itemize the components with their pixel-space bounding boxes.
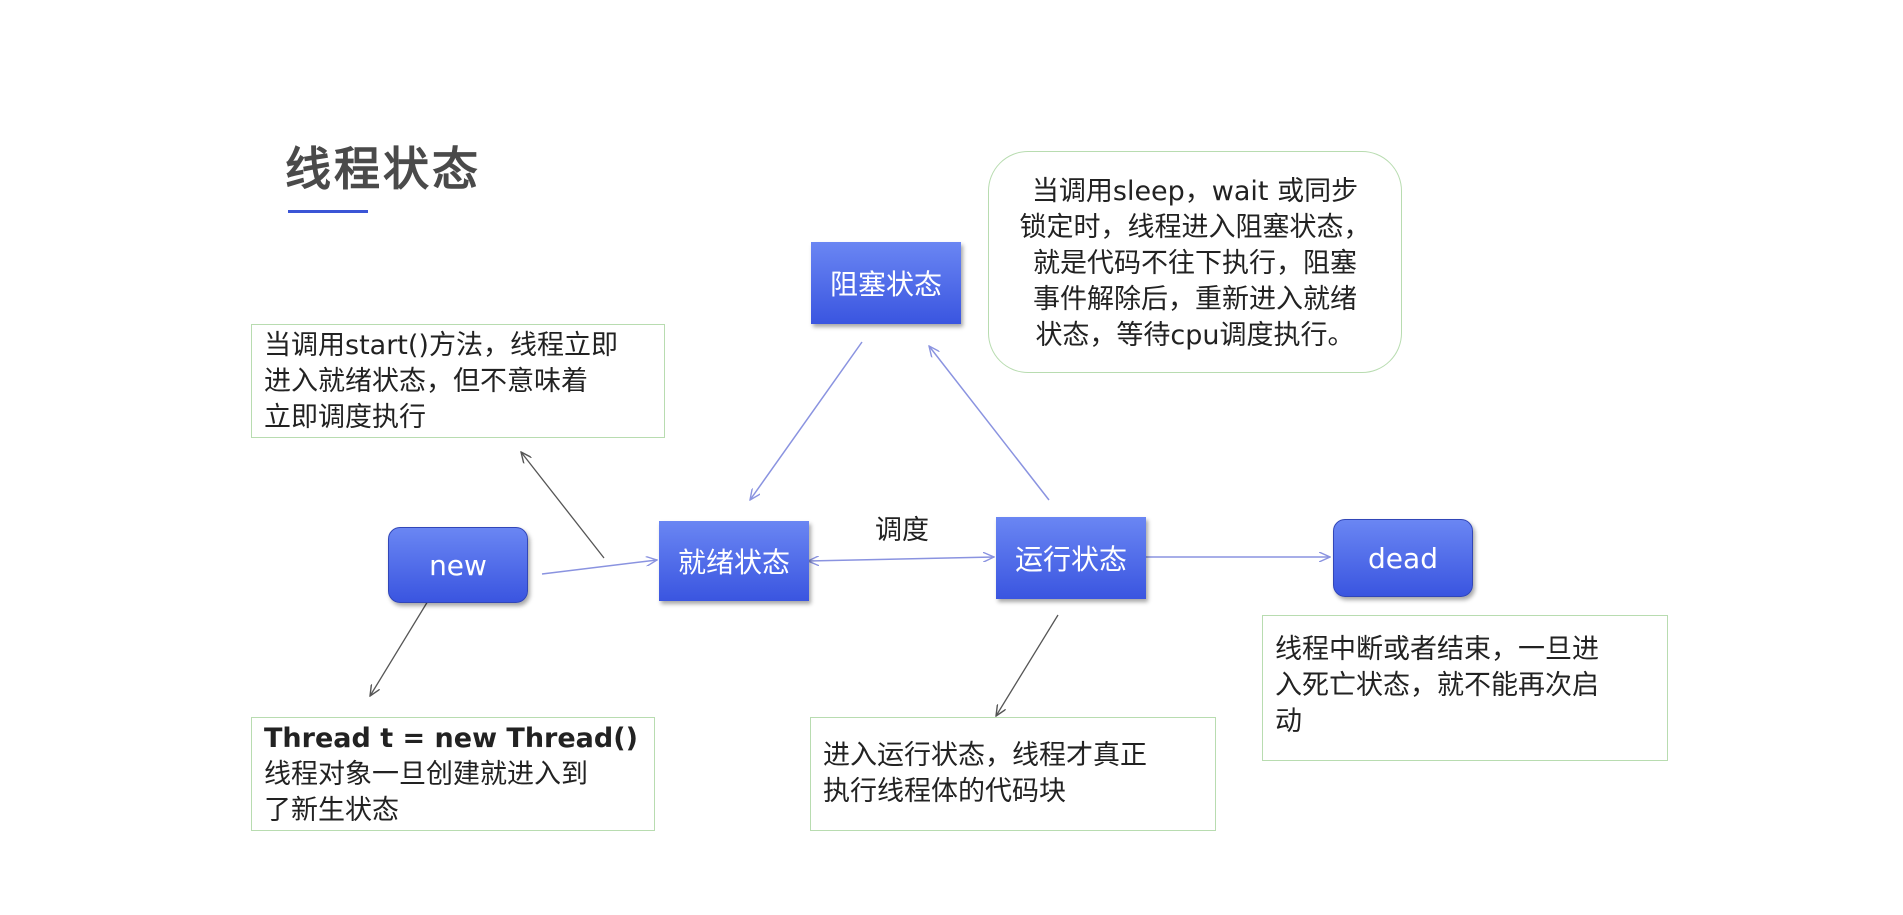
- note-dead-line: 入死亡状态，就不能再次启: [1275, 670, 1599, 701]
- note-blocked-line: 事件解除后，重新进入就绪: [1033, 284, 1357, 315]
- note-running-line: 执行线程体的代码块: [823, 776, 1066, 807]
- state-ready: 就绪状态: [659, 521, 809, 601]
- arrow-running-note: [996, 614, 1059, 716]
- note-start-line: 立即调度执行: [264, 402, 426, 433]
- arrow-ready-running: [808, 557, 994, 561]
- note-new-line: 了新生状态: [264, 795, 399, 826]
- arrow-start-note: [521, 452, 605, 559]
- note-new-code: Thread t = new Thread(): [264, 723, 638, 754]
- note-running-line: 进入运行状态，线程才真正: [823, 740, 1147, 771]
- arrow-new-to-ready: [541, 560, 657, 575]
- note-blocked-line: 状态，等待cpu调度执行。: [1035, 320, 1355, 351]
- note-start-line: 当调用start()方法，线程立即: [264, 330, 618, 361]
- note-blocked-line: 当调用sleep，wait 或同步: [1031, 176, 1359, 207]
- title-underline: [288, 210, 368, 213]
- arrow-running-to-blocked: [929, 346, 1050, 501]
- note-dead-line: 线程中断或者结束，一旦进: [1275, 634, 1599, 665]
- arrow-blocked-to-ready: [750, 341, 863, 500]
- note-new: Thread t = new Thread() 线程对象一旦创建就进入到 了新生…: [251, 717, 655, 831]
- note-blocked-line: 就是代码不往下执行，阻塞: [1033, 248, 1357, 279]
- note-dead: 线程中断或者结束，一旦进 入死亡状态，就不能再次启 动: [1262, 615, 1668, 761]
- note-dead-line: 动: [1275, 706, 1302, 737]
- state-blocked: 阻塞状态: [811, 242, 961, 324]
- note-running: 进入运行状态，线程才真正 执行线程体的代码块: [810, 717, 1216, 831]
- note-blocked-line: 锁定时，线程进入阻塞状态，: [1019, 212, 1371, 243]
- note-new-line: 线程对象一旦创建就进入到: [264, 759, 588, 790]
- state-running: 运行状态: [996, 517, 1146, 599]
- edge-label-schedule: 调度: [875, 515, 929, 546]
- arrow-new-note: [370, 595, 432, 696]
- note-start: 当调用start()方法，线程立即 进入就绪状态，但不意味着 立即调度执行: [251, 324, 665, 438]
- state-new: new: [388, 527, 528, 603]
- page-title: 线程状态: [285, 142, 481, 196]
- note-blocked: 当调用sleep，wait 或同步 锁定时，线程进入阻塞状态， 就是代码不往下执…: [988, 151, 1402, 373]
- note-start-line: 进入就绪状态，但不意味着: [264, 366, 588, 397]
- state-dead: dead: [1333, 519, 1473, 597]
